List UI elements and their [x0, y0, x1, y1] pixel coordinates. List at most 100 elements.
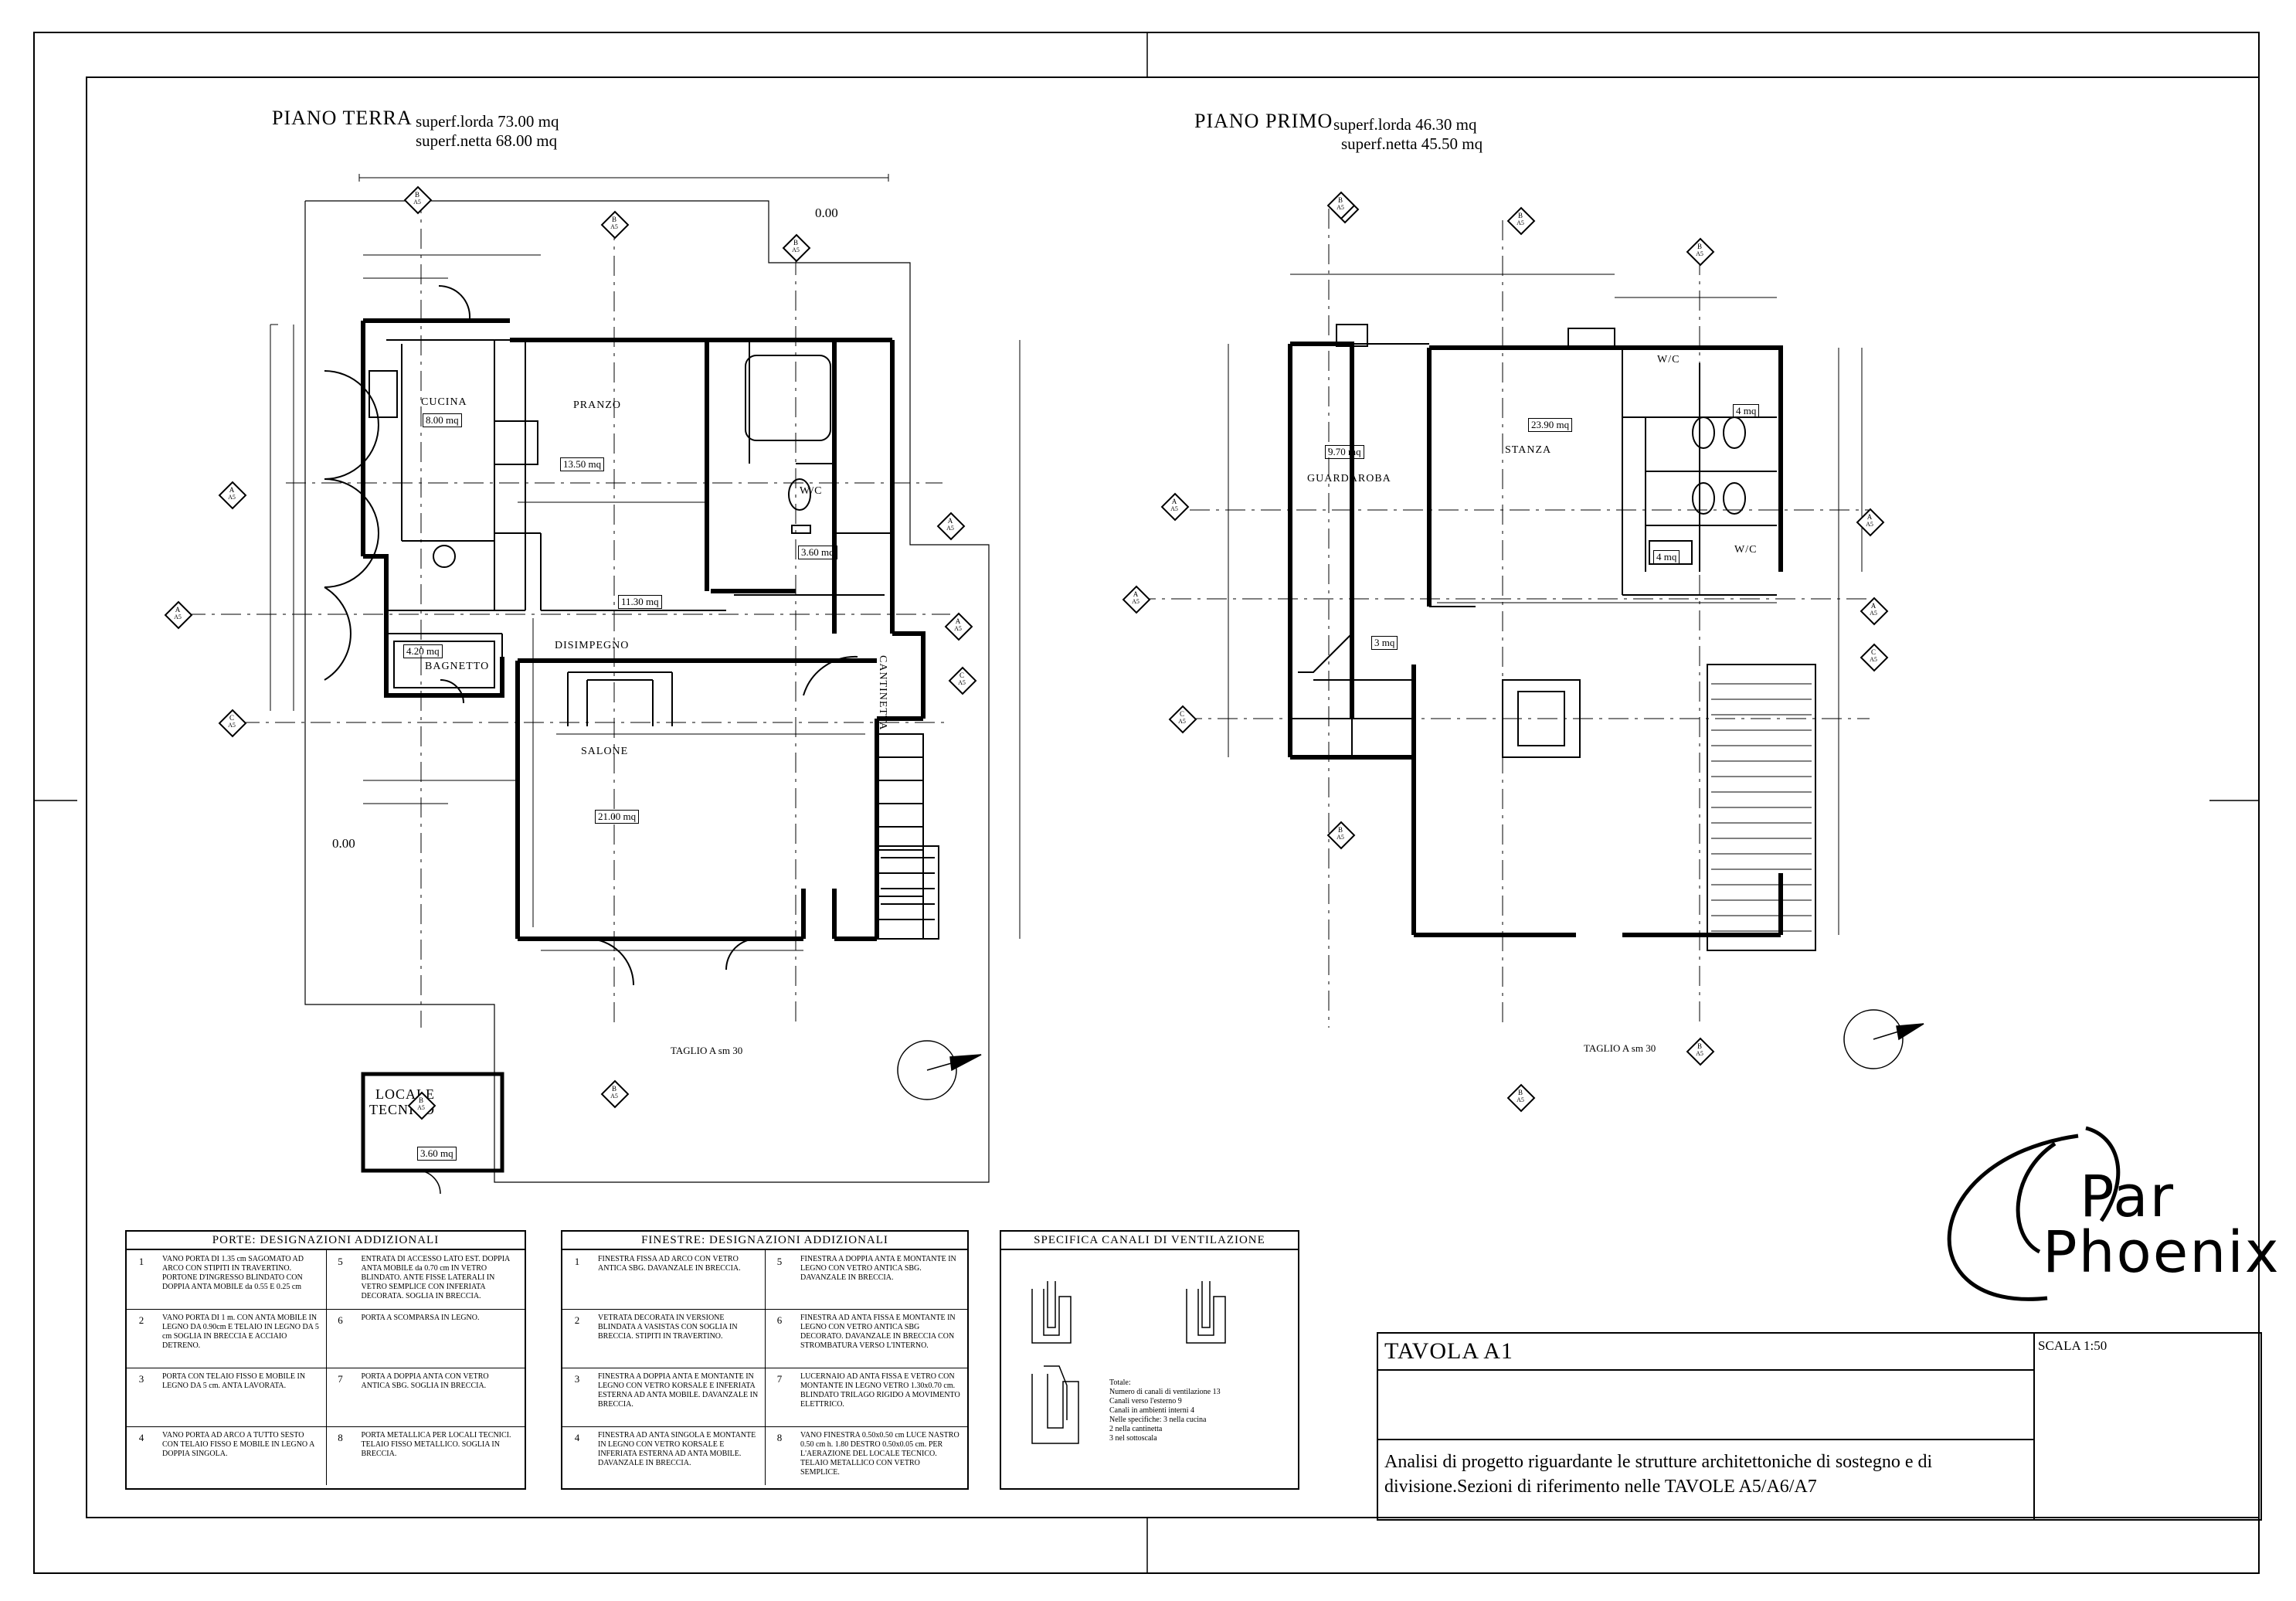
item-description: ENTRATA DI ACCESSO LATO EST. DOPPIA ANTA…	[361, 1255, 510, 1300]
first-section-label: TAGLIO A sm 30	[1584, 1042, 1656, 1054]
room-disimpegno-area: 11.30 mq	[618, 595, 662, 609]
section-marker-label: C	[229, 714, 234, 722]
room-pranzo-label: PRANZO	[573, 399, 622, 411]
section-marker-ref: A5	[1337, 834, 1344, 841]
room-guardaroba-label: GUARDAROBA	[1307, 473, 1391, 484]
section-marker-ref: A5	[228, 494, 236, 501]
table-row: 1 VANO PORTA DI 1.35 cm SAGOMATO AD ARCO …	[127, 1250, 525, 1310]
section-marker-label: A	[1133, 590, 1139, 598]
item-description: FINESTRA AD ANTA FISSA E MONTANTE IN LEG…	[800, 1314, 956, 1350]
item-number: 1	[574, 1256, 580, 1267]
item-number: 1	[138, 1256, 144, 1267]
item-description: VANO PORTA DI 1.35 cm SAGOMATO AD ARCO C…	[162, 1255, 304, 1291]
section-marker-ref: A5	[954, 625, 962, 632]
item-description: VANO FINESTRA 0.50x0.50 cm LUCE NASTRO 0…	[800, 1431, 959, 1477]
section-marker-ref: A5	[1696, 1050, 1703, 1057]
section-marker-label: B	[1697, 1042, 1702, 1050]
item-number: 2	[574, 1314, 580, 1326]
technical-room-area: 3.60 mq	[417, 1147, 457, 1161]
first-floor-net-area: superf.netta 45.50 mq	[1341, 134, 1483, 153]
section-marker-label: B	[1517, 1089, 1523, 1096]
ventilation-legend-line: 3 nel sottoscala	[1109, 1434, 1157, 1443]
section-marker-label: C	[1870, 648, 1876, 656]
logo-par: Par	[2080, 1164, 2175, 1230]
room-disimpegno-label: DISIMPEGNO	[555, 640, 630, 651]
item-number: 6	[776, 1314, 783, 1326]
table-row: 3 FINESTRA A DOPPIA ANTA E MONTANTE IN LE…	[562, 1368, 967, 1427]
ventilation-legend-line: Canali verso l'esterno 9	[1109, 1397, 1182, 1406]
item-description: VANO PORTA DI 1 m. CON ANTA MOBILE IN LE…	[162, 1314, 319, 1350]
item-description: FINESTRA A DOPPIA ANTA E MONTANTE IN LEG…	[800, 1255, 956, 1282]
section-marker-label: B	[611, 1085, 616, 1093]
ventilation-table-header: SPECIFICA CANALI DI VENTILAZIONE	[1001, 1232, 1298, 1250]
item-number: 3	[574, 1373, 580, 1385]
item-number: 4	[574, 1432, 580, 1443]
section-marker-label: A	[1870, 602, 1877, 610]
item-number: 7	[338, 1373, 343, 1385]
table-column-divider	[765, 1426, 766, 1485]
section-marker-label: B	[1697, 243, 1702, 250]
ground-level-mark-top: 0.00	[815, 206, 838, 220]
room-guardaroba-area: 9.70 mq	[1325, 445, 1364, 459]
sheet-scale: SCALA 1:50	[2038, 1338, 2107, 1353]
room-cucina-area: 8.00 mq	[423, 413, 462, 427]
item-description: VETRATA DECORATA IN VERSIONE BLINDATA A …	[598, 1314, 738, 1341]
table-column-divider	[325, 1309, 327, 1368]
room-bagnetto-area: 4.20 mq	[403, 644, 443, 658]
section-marker-ref: A5	[413, 199, 421, 206]
section-marker-label: B	[1517, 212, 1523, 219]
section-marker-ref: A5	[1517, 219, 1524, 226]
section-marker-ref: A5	[417, 1104, 425, 1111]
section-marker-label: B	[1337, 196, 1343, 204]
room-cantinetta-label: CANTINETTA	[877, 655, 888, 731]
table-column-divider	[765, 1250, 766, 1309]
section-marker-label: A	[1866, 513, 1873, 521]
first-floor-gross-area: superf.lorda 46.30 mq	[1333, 115, 1477, 134]
ground-floor-gross-area: superf.lorda 73.00 mq	[416, 112, 559, 131]
table-column-divider	[325, 1368, 327, 1426]
item-description: FINESTRA A DOPPIA ANTA E MONTANTE IN LEG…	[598, 1372, 759, 1409]
ventilation-details	[1031, 1281, 1226, 1444]
room-cucina-label: CUCINA	[421, 396, 467, 408]
room-wc-first-b-area: 4 mq	[1653, 550, 1680, 564]
room-wc-first-a-area: 4 mq	[1733, 404, 1760, 418]
room-bagnetto-label: BAGNETTO	[425, 661, 490, 672]
item-number: 5	[776, 1256, 783, 1267]
item-number: 3	[138, 1373, 144, 1385]
section-marker-label: B	[418, 1096, 423, 1104]
item-description: PORTA A SCOMPARSA IN LEGNO.	[361, 1314, 480, 1322]
item-number: 7	[776, 1373, 783, 1385]
ventilation-legend-line: Canali in ambienti interni 4	[1109, 1406, 1194, 1415]
item-description: PORTA METALLICA PER LOCALI TECNICI. TELA…	[361, 1431, 511, 1458]
table-row: 2 VETRATA DECORATA IN VERSIONE BLINDATA A…	[562, 1309, 967, 1368]
section-marker-ref: A5	[610, 1093, 618, 1100]
section-marker-ref: A5	[1870, 610, 1877, 617]
section-marker-ref: A5	[1337, 204, 1344, 211]
section-marker-ref: A5	[1870, 656, 1877, 663]
table-column-divider	[325, 1250, 327, 1309]
section-marker-ref: A5	[228, 722, 236, 729]
room-small-first-area: 3 mq	[1371, 636, 1398, 650]
section-marker-ref: A5	[958, 679, 966, 686]
section-marker-ref: A5	[1866, 521, 1873, 528]
ventilation-table: SPECIFICA CANALI DI VENTILAZIONE Totale:…	[1000, 1230, 1299, 1490]
title-block-divider-1	[1378, 1369, 2033, 1371]
item-description: PORTA A DOPPIA ANTA CON VETRO ANTICA SBG…	[361, 1372, 489, 1390]
ventilation-legend: Totale:Numero di canali di ventilazione …	[1109, 1378, 1221, 1443]
